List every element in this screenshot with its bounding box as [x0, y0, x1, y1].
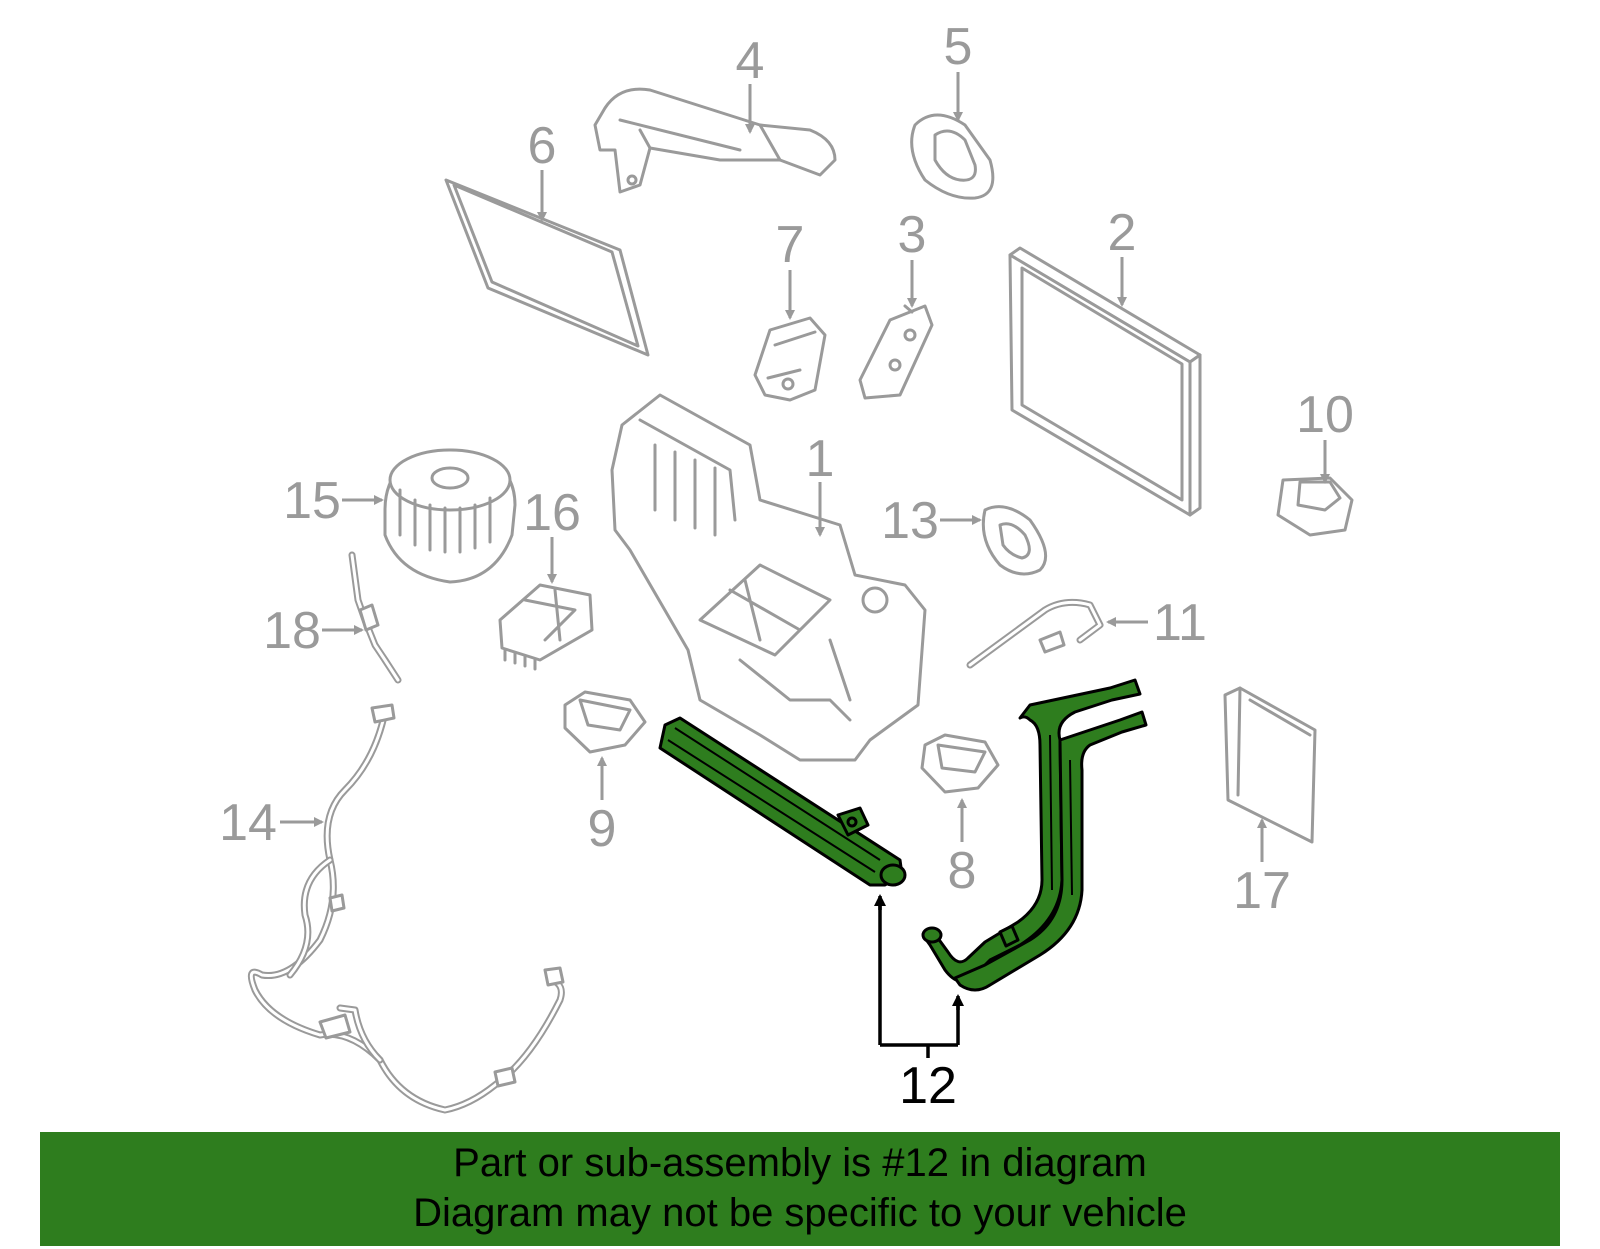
part-13-grommet [981, 505, 1048, 576]
callout-11: 11 [1153, 594, 1207, 652]
callout-2: 2 [1108, 204, 1137, 262]
callout-5: 5 [944, 18, 973, 76]
callout-12: 12 [899, 1057, 957, 1115]
part-6-cabin-filter [444, 178, 650, 357]
part-16-blower-resistor [498, 583, 594, 671]
part-10-sensor [1276, 476, 1354, 537]
part-18-sensor [348, 551, 402, 684]
part-17-control-unit [1223, 686, 1317, 844]
parts-diagram: 4 5 6 7 3 2 10 [219, 18, 1354, 1115]
banner-line-1: Part or sub-assembly is #12 in diagram [453, 1141, 1147, 1185]
part-11-temp-sensor [966, 598, 1104, 669]
part-9-module [563, 690, 647, 754]
banner-line-2: Diagram may not be specific to your vehi… [413, 1191, 1187, 1235]
part-12-heater-pipes [921, 678, 1148, 992]
part-8-module [920, 733, 1000, 794]
part-1-hvac-case [610, 393, 927, 762]
part-5-grommet [910, 113, 995, 200]
callout-10: 10 [1296, 386, 1354, 444]
part-4-air-duct [593, 87, 837, 194]
callout-18: 18 [263, 602, 321, 660]
callout-4: 4 [736, 32, 765, 90]
callout-15: 15 [283, 472, 341, 530]
callout-6: 6 [528, 117, 557, 175]
callout-13: 13 [881, 492, 939, 550]
part-14-wiring-harness [247, 703, 565, 1114]
part-2-evaporator [1008, 246, 1202, 517]
callout-14: 14 [219, 794, 277, 852]
callout-17: 17 [1233, 862, 1291, 920]
callout-16: 16 [523, 484, 581, 542]
part-7-actuator [753, 316, 827, 402]
callout-1: 1 [806, 430, 835, 488]
callout-3: 3 [898, 206, 927, 264]
callout-7: 7 [776, 216, 805, 274]
callout-8: 8 [948, 842, 977, 900]
part-3-expansion-valve [858, 304, 934, 400]
part-12-heater-core [658, 716, 907, 887]
callout-9: 9 [588, 800, 617, 858]
info-banner: Part or sub-assembly is #12 in diagram D… [40, 1132, 1560, 1246]
part-15-blower-motor [383, 448, 517, 584]
